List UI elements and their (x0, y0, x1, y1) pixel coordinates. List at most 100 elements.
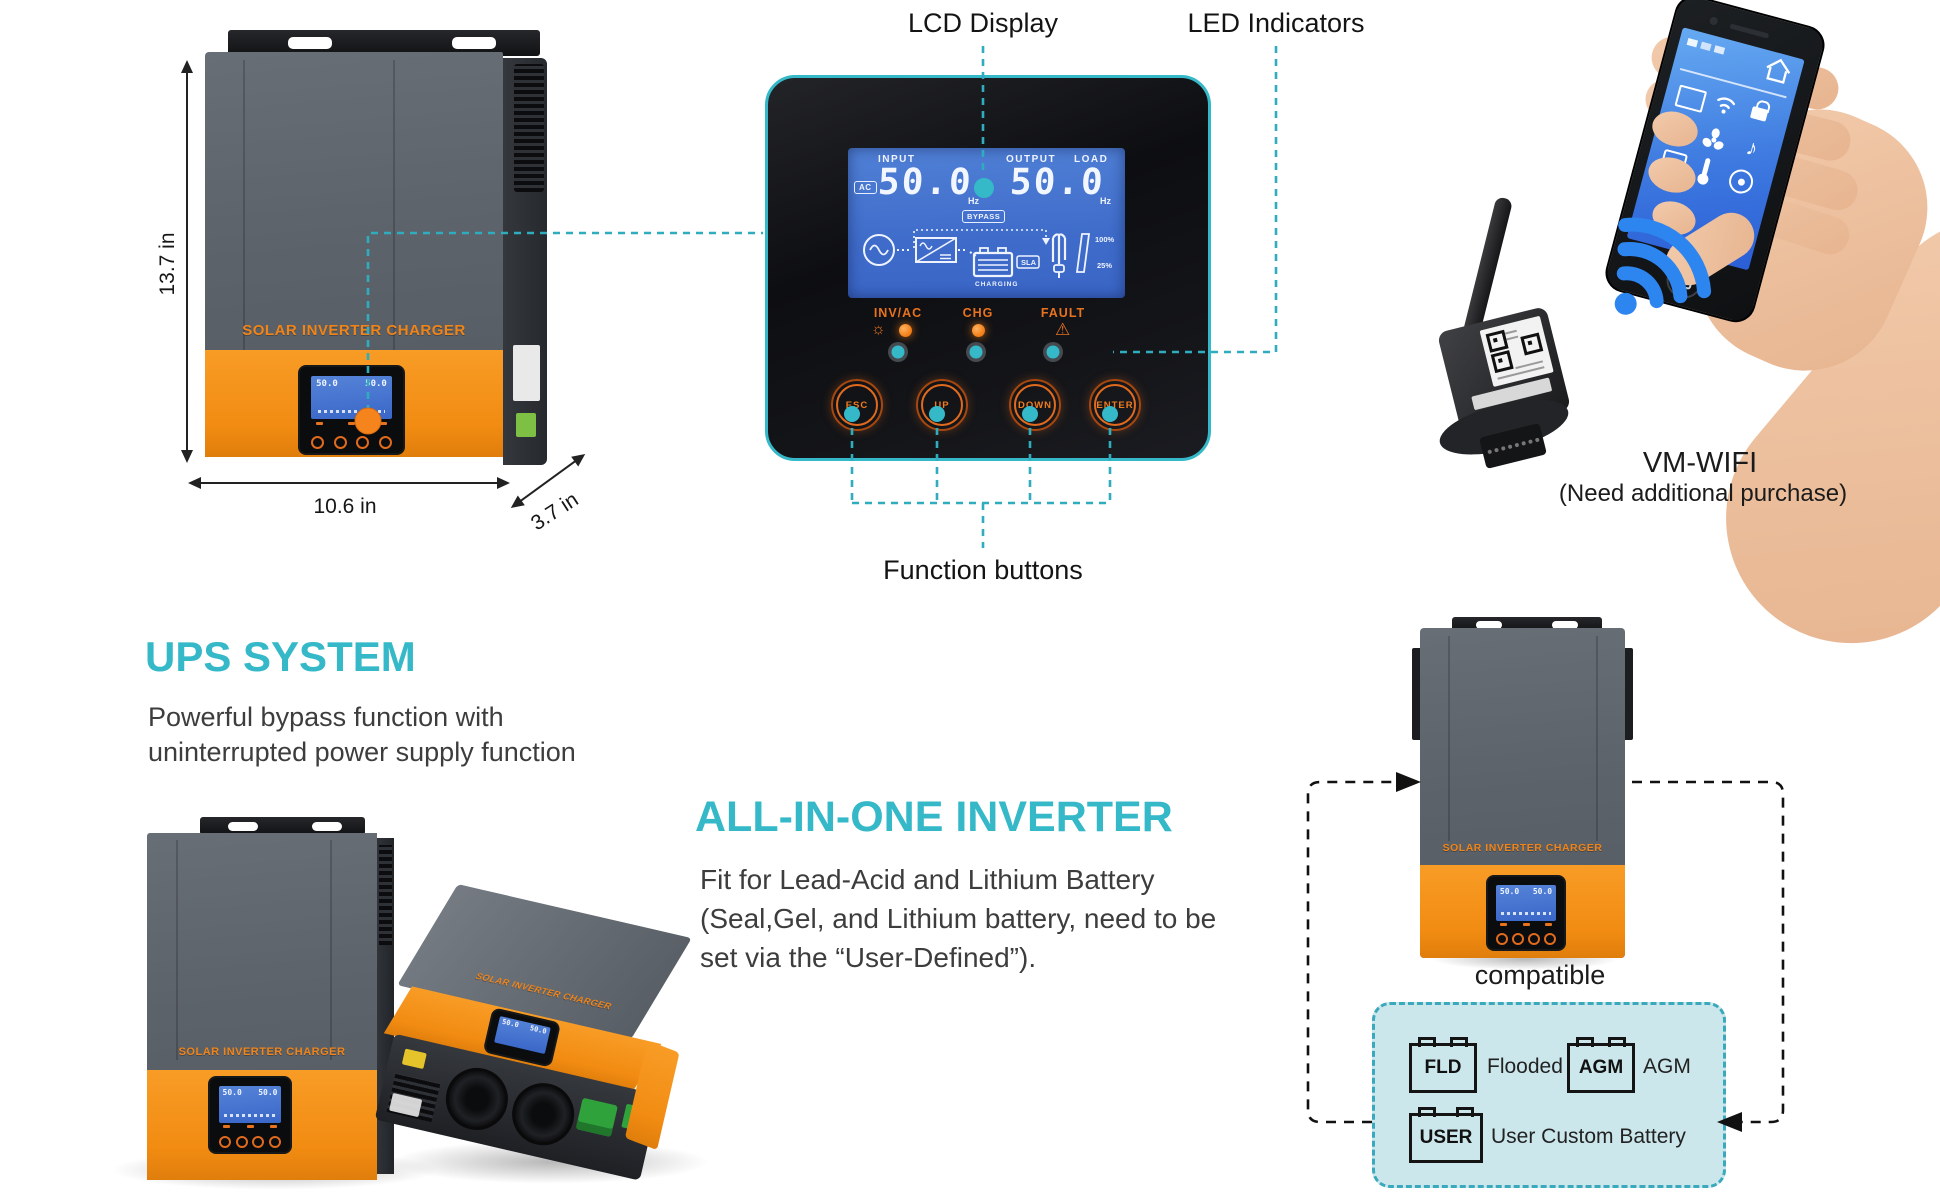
mini-output-value: 50.0 (1532, 887, 1553, 897)
device-display-screen: 50.0 50.0 (218, 1086, 282, 1124)
device-display: 50.0 50.0 (210, 1078, 290, 1152)
control-panel-closeup: INPUT AC 50.0 Hz OUTPUT LOAD 50.0 Hz BYP… (765, 75, 1211, 461)
all-in-one-line1: Fit for Lead-Acid and Lithium Battery (700, 864, 1155, 895)
side-green-sticker (516, 413, 536, 437)
compat-arrow-right-icon (1396, 772, 1421, 792)
mini-led-row (222, 1125, 278, 1129)
warning-sticker (401, 1048, 427, 1070)
status-icon (1713, 45, 1726, 55)
esc-button: ESC (831, 379, 883, 431)
lcd-screen: INPUT AC 50.0 Hz OUTPUT LOAD 50.0 Hz BYP… (848, 148, 1125, 298)
battery-code: AGM (1578, 1057, 1624, 1078)
bypass-arrowhead (1042, 238, 1050, 245)
output-label: OUTPUT (1006, 154, 1057, 165)
wifi-icon (1717, 97, 1736, 114)
esc-button-label: ESC (845, 399, 869, 411)
power-flow-diagram: CHARGING SLA 100% 25% (863, 229, 1115, 288)
mini-input-value: 50.0 (501, 1017, 520, 1030)
mini-input-value: 50.0 (1499, 887, 1520, 897)
device-display: 50.0 50.0 (1488, 877, 1564, 949)
device-display-screen: 50.0 50.0 (1496, 884, 1556, 921)
all-in-one-line3: set via the “User-Defined”). (700, 942, 1037, 973)
lamp-base (1053, 264, 1065, 273)
phone-camera (1708, 16, 1719, 26)
lcd-display-label: LCD Display (907, 8, 1059, 38)
input-frequency-value: 50.0 (876, 162, 974, 203)
side-tab (1412, 648, 1422, 740)
battery-name: Flooded (1487, 1055, 1563, 1078)
up-button: UP (916, 379, 968, 431)
heatsink-vent (514, 64, 544, 192)
led-indicators-label: LED Indicators (1187, 8, 1365, 38)
down-button: DOWN (1009, 379, 1061, 431)
mini-output-value: 50.0 (365, 379, 387, 390)
mini-input-value: 50.0 (222, 1088, 242, 1098)
battery-icon: USER (1409, 1107, 1483, 1163)
fault-led-label: FAULT (1040, 306, 1086, 320)
status-icon (1700, 41, 1712, 51)
mini-flow-row (223, 1114, 277, 1118)
output-frequency-value: 50.0 (1008, 162, 1106, 203)
arrow-up-icon (181, 60, 193, 73)
sla-badge: SLA (1021, 258, 1037, 267)
inv-ac-led-label: INV/AC (873, 306, 923, 320)
battery-icon: AGM (1567, 1037, 1635, 1093)
home-icon (1766, 58, 1791, 84)
inverter-lying: SOLAR INVERTER CHARGER 50.0 50.0 (363, 869, 711, 1200)
enter-button: ENTER (1089, 379, 1141, 431)
mini-output-value: 50.0 (258, 1088, 278, 1098)
battery-terminal-block (575, 1097, 618, 1137)
up-button-label: UP (934, 399, 950, 411)
status-icon (1686, 37, 1699, 48)
mini-button-row (1496, 933, 1556, 946)
inverter-diagonal (915, 237, 957, 263)
mini-output-value: 50.0 (529, 1024, 548, 1036)
phone-speaker (1729, 23, 1770, 39)
wifi-module-note: (Need additional purchase) (1558, 480, 1848, 507)
device-display-screen: 50.0 50.0 (494, 1015, 551, 1055)
dongle-label (1479, 315, 1554, 388)
side-label-sticker (513, 345, 540, 401)
mini-led-row (316, 422, 387, 426)
function-buttons-label: Function buttons (883, 555, 1083, 585)
device-display: 50.0 50.0 (300, 367, 403, 453)
battery-code: USER (1419, 1127, 1473, 1148)
bypass-badge: BYPASS (962, 210, 1006, 223)
inverter-bars (940, 254, 951, 260)
brand-text: SOLAR INVERTER CHARGER (242, 322, 466, 339)
battery-icon (972, 251, 1014, 278)
chg-led-label: CHG (962, 306, 994, 320)
battery-cells (978, 259, 1008, 271)
ac-source-icon (863, 234, 895, 266)
fault-warning-icon: ⚠ (1055, 320, 1071, 339)
tv-icon (1674, 84, 1708, 113)
battery-code: FLD (1424, 1057, 1462, 1078)
inv-ac-led (899, 324, 912, 337)
width-dimension-label: 10.6 in (313, 495, 377, 518)
load-25-label: 25% (1097, 261, 1112, 270)
sla-badge-box (1016, 255, 1040, 269)
thermometer-bulb (1696, 172, 1710, 186)
compatible-label: compatible (1474, 960, 1606, 990)
mini-input-value: 50.0 (316, 379, 338, 390)
arrow-left-icon (188, 477, 201, 489)
fan-grille (505, 1077, 581, 1152)
arrow-right-icon (497, 477, 510, 489)
mini-flow-row (1501, 912, 1551, 916)
battery-terminal-right (997, 247, 1007, 254)
charging-label: CHARGING (975, 281, 1018, 288)
enter-button-label: ENTER (1096, 399, 1134, 411)
battery-terminal-left (979, 247, 989, 254)
music-icon: ♪ (1743, 134, 1761, 162)
mini-flow-row (317, 409, 386, 413)
wifi-module-name: VM-WIFI (1642, 447, 1758, 479)
brand-text: SOLAR INVERTER CHARGER (178, 1046, 346, 1058)
height-dimension-line (186, 67, 188, 457)
input-frequency-unit: Hz (968, 196, 979, 206)
load-label: LOAD (1074, 154, 1109, 165)
inverter-sine (919, 242, 933, 250)
heatsink-vent (379, 845, 392, 945)
battery-compatibility-box: FLD Flooded AGM AGM USER User Custom Bat… (1372, 1002, 1726, 1188)
mini-button-row (218, 1136, 282, 1149)
